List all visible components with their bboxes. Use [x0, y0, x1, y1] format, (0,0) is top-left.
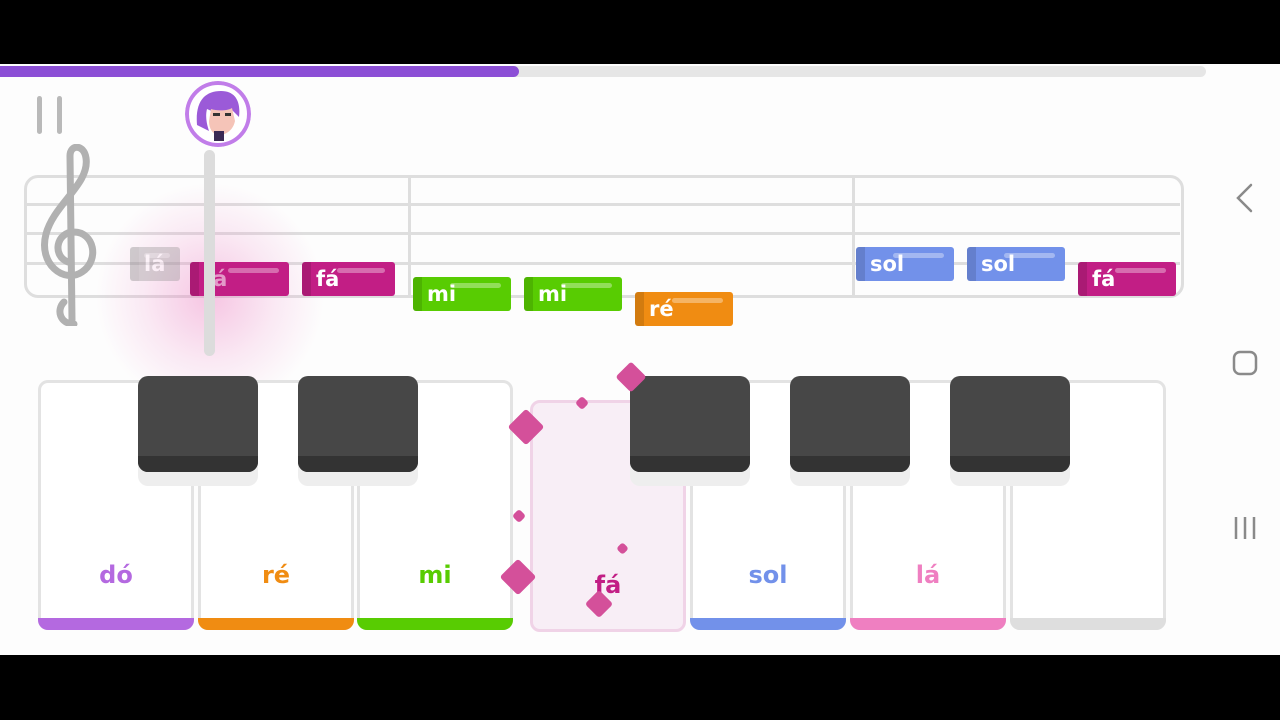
key-color-strip — [198, 618, 354, 630]
note-edge — [967, 247, 976, 281]
staff-line — [24, 232, 1180, 235]
piano-key-label: sol — [748, 561, 788, 589]
staff-note-label: mi — [538, 282, 568, 306]
black-key-lip — [950, 456, 1070, 472]
pause-icon — [37, 96, 42, 134]
piano-key-label: ré — [261, 561, 291, 589]
note-edge — [856, 247, 865, 281]
pause-icon — [57, 96, 62, 134]
note-shine — [672, 298, 723, 303]
black-key-lip — [298, 456, 418, 472]
note-shine — [561, 283, 612, 288]
note-shine — [336, 268, 385, 273]
note-shine — [144, 253, 170, 258]
key-color-strip — [850, 618, 1006, 630]
piano-black-key[interactable] — [138, 376, 258, 472]
key-color-strip — [38, 618, 194, 630]
key-color-strip — [690, 618, 846, 630]
letterbox-top — [0, 0, 1280, 64]
note-shine — [1004, 253, 1055, 258]
piano-black-key[interactable] — [298, 376, 418, 472]
staff-line — [24, 262, 1180, 265]
treble-clef-icon — [41, 144, 97, 326]
black-key-lip — [790, 456, 910, 472]
staff-note-label: fá — [1092, 267, 1116, 291]
staff-note: fá — [302, 262, 395, 296]
staff-note: mi — [413, 277, 511, 311]
staff-note: sol — [856, 247, 954, 281]
bar-line — [852, 175, 855, 296]
staff-note-label: sol — [981, 252, 1016, 276]
staff-note-label: lá — [144, 252, 166, 276]
pause-button[interactable] — [30, 94, 70, 138]
piano-key-label: mi — [418, 561, 452, 589]
note-shine — [450, 283, 501, 288]
note-shine — [1115, 268, 1166, 273]
staff-note-label: fá — [316, 267, 340, 291]
home-square-icon[interactable] — [1226, 344, 1264, 382]
staff-note-label: mi — [427, 282, 457, 306]
piano-black-key[interactable] — [630, 376, 750, 472]
lesson-progress-bar — [0, 66, 1206, 77]
note-shine — [893, 253, 944, 258]
note-edge — [635, 292, 644, 326]
note-edge — [413, 277, 422, 311]
staff-note: lá — [130, 247, 180, 281]
piano-black-key[interactable] — [790, 376, 910, 472]
piano-key-dó[interactable]: dó — [38, 380, 194, 630]
bar-line — [408, 175, 411, 296]
back-chevron-icon[interactable] — [1226, 179, 1264, 217]
key-color-strip — [530, 620, 686, 632]
note-edge — [1078, 262, 1087, 296]
note-shine — [227, 268, 279, 273]
staff-note-label: sol — [870, 252, 905, 276]
staff-line — [24, 203, 1180, 206]
staff-note: fá — [1078, 262, 1176, 296]
staff-note: mi — [524, 277, 622, 311]
note-edge — [130, 247, 139, 281]
staff-note-label: ré — [649, 297, 674, 321]
recent-apps-icon[interactable] — [1226, 509, 1264, 547]
black-key-lip — [138, 456, 258, 472]
key-color-strip — [357, 618, 513, 630]
sparkle-particle — [511, 508, 527, 524]
lesson-progress-fill — [0, 66, 519, 77]
black-key-lip — [630, 456, 750, 472]
note-edge — [190, 262, 199, 296]
key-color-strip — [1010, 618, 1166, 630]
playhead-line — [204, 150, 215, 356]
note-edge — [302, 262, 311, 296]
piano-black-key[interactable] — [950, 376, 1070, 472]
character-avatar-icon — [185, 81, 251, 147]
piano-key-label: fá — [594, 571, 622, 599]
letterbox-bottom — [0, 655, 1280, 720]
staff-note: ré — [635, 292, 733, 326]
note-edge — [524, 277, 533, 311]
staff-note: sol — [967, 247, 1065, 281]
piano-key-label: lá — [915, 561, 941, 589]
piano-key-label: dó — [99, 561, 133, 589]
